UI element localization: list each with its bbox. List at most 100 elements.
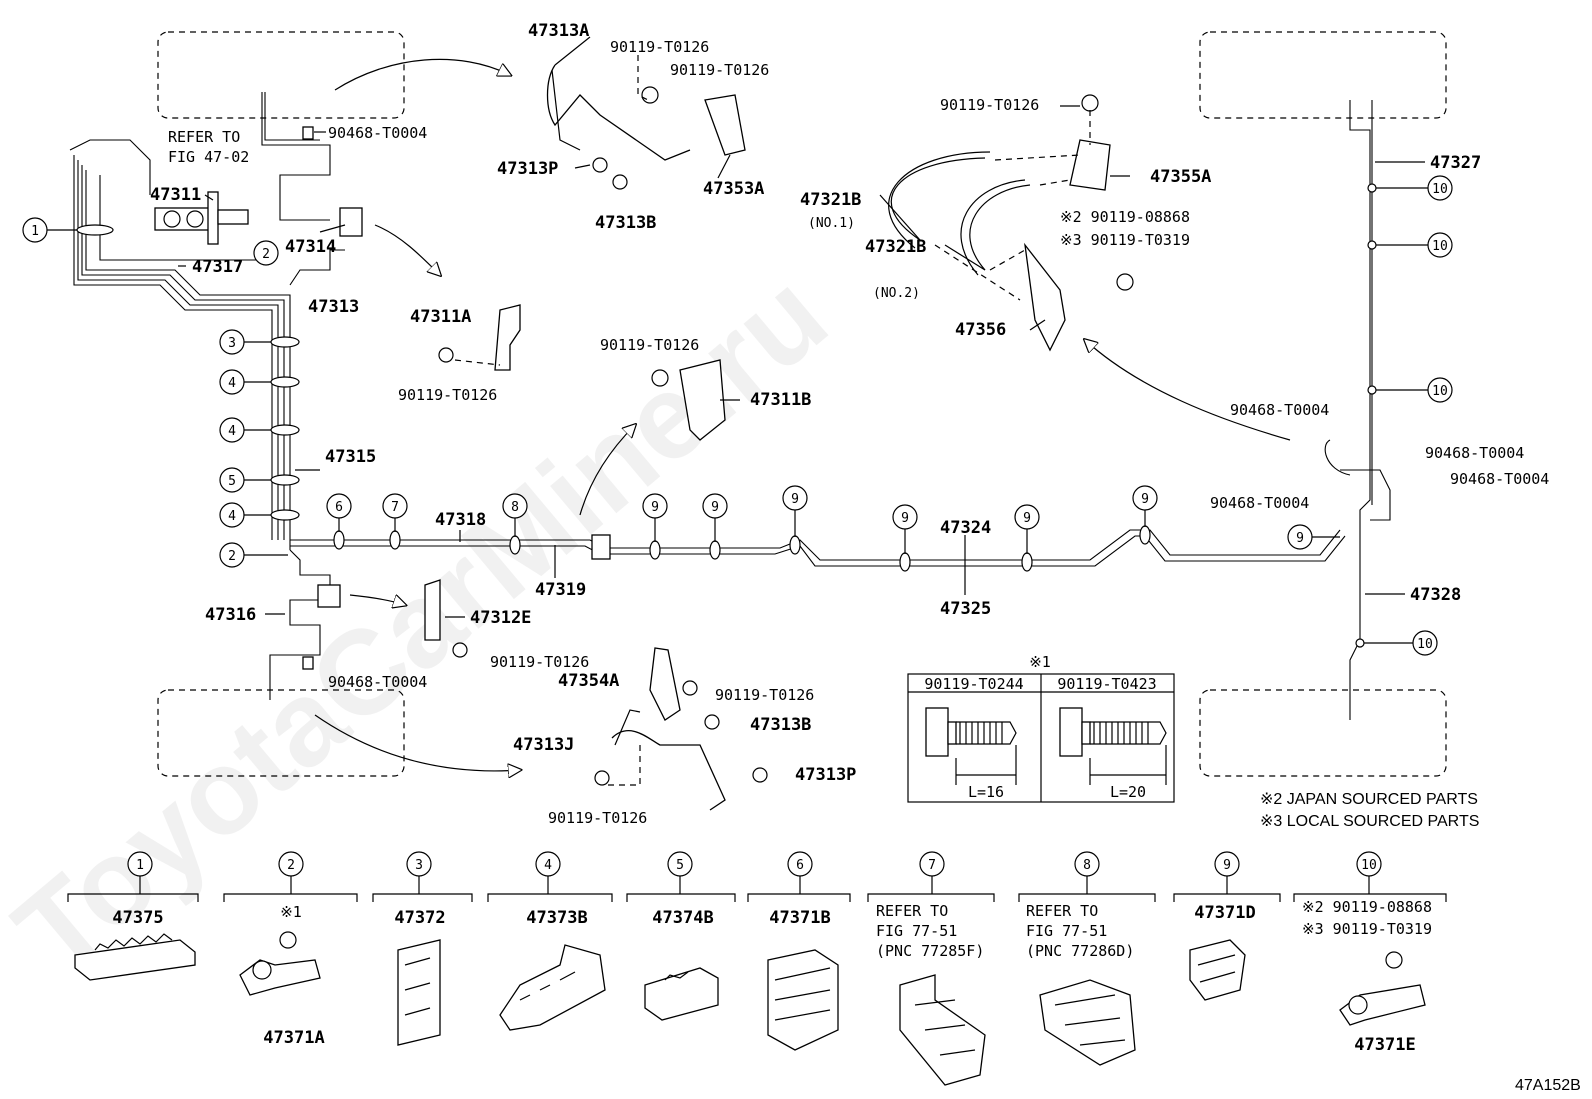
- svg-text:1: 1: [136, 858, 144, 873]
- legend-item-8: 8 REFER TO FIG 77-51 (PNC 77286D): [1018, 851, 1156, 1066]
- legend-8-line1: REFER TO: [1026, 902, 1098, 920]
- callout-4-a: 4: [219, 369, 271, 395]
- svg-text:7: 7: [391, 500, 399, 515]
- svg-text:6: 6: [335, 500, 343, 515]
- label-90119-T0126-a: 90119-T0126: [610, 38, 709, 56]
- callout-9-f: 9: [1132, 485, 1158, 527]
- legend-item-6: 6 47371B: [747, 851, 851, 1051]
- label-47324: 47324: [940, 518, 991, 538]
- svg-text:9: 9: [711, 500, 719, 515]
- svg-text:5: 5: [228, 474, 236, 489]
- label-90119-T0126-f: 90119-T0126: [715, 686, 814, 704]
- svg-text:9: 9: [1023, 511, 1031, 526]
- legend-1-text: 47375: [112, 908, 163, 928]
- svg-text:9: 9: [1223, 858, 1231, 873]
- callout-5: 5: [219, 467, 271, 493]
- callout-9-e: 9: [1014, 504, 1040, 554]
- label-47319: 47319: [535, 580, 586, 600]
- label-47328: 47328: [1410, 585, 1461, 605]
- legend-7-line1: REFER TO: [876, 902, 948, 920]
- callout-4-c: 4: [219, 502, 271, 528]
- legend-8-line2: FIG 77-51: [1026, 922, 1107, 940]
- svg-text:8: 8: [511, 500, 519, 515]
- legend-9-text: 47371D: [1194, 903, 1255, 923]
- label-47321B-2: 47321B: [865, 237, 926, 257]
- label-90468-T0004-r4: 90468-T0004: [1210, 494, 1309, 512]
- callout-9-g: 9: [1287, 524, 1340, 550]
- legend-item-5: 5 47374B: [626, 851, 736, 1021]
- component-drawings: [424, 55, 1134, 811]
- callout-4-b: 4: [219, 417, 271, 443]
- label-90119-T0126-e: 90119-T0126: [490, 653, 589, 671]
- legend-5-text: 47374B: [652, 908, 713, 928]
- legend-7-line2: FIG 77-51: [876, 922, 957, 940]
- callout-1: 1: [22, 217, 77, 243]
- label-47311: 47311: [150, 185, 201, 205]
- callout-10-c: 10: [1376, 377, 1453, 403]
- legend: 1 47375 2 ※1 47371A 3 47372 4 47373B: [67, 851, 1447, 1086]
- diagram-id: 47A152B: [1515, 1077, 1581, 1094]
- callout-circles: 1 2 3 4 4 5 4 2 6 7 8 9 9 9 9 9 9 9 10 1…: [22, 175, 1453, 656]
- legend-8-line3: (PNC 77286D): [1026, 942, 1134, 960]
- svg-text:4: 4: [228, 376, 236, 391]
- label-90468-T0004-bot: 90468-T0004: [328, 673, 427, 691]
- legend-10-line1: ※2 90119-08868: [1302, 898, 1432, 916]
- bolt-table-col1: 90119-T0244: [924, 675, 1023, 693]
- pipe-clamps: [76, 183, 1377, 648]
- legend-10-part: 47371E: [1354, 1035, 1415, 1055]
- svg-text:10: 10: [1417, 637, 1433, 652]
- label-90468-T0004-top: 90468-T0004: [328, 124, 427, 142]
- label-no1: (NO.1): [808, 216, 855, 231]
- callout-7: 7: [382, 493, 408, 532]
- label-47313P-bot: 47313P: [795, 765, 856, 785]
- svg-text:1: 1: [31, 224, 39, 239]
- refer-fig-47-02-line1: REFER TO: [168, 128, 240, 146]
- legend-4-text: 47373B: [526, 908, 587, 928]
- svg-text:2: 2: [262, 247, 270, 262]
- label-47317: 47317: [192, 257, 243, 277]
- note-japan-sourced: ※2 JAPAN SOURCED PARTS: [1260, 791, 1478, 808]
- label-47313J: 47313J: [513, 735, 574, 755]
- svg-text:9: 9: [1141, 492, 1149, 507]
- label-47355A: 47355A: [1150, 167, 1211, 187]
- note-local-sourced: ※3 LOCAL SOURCED PARTS: [1260, 813, 1479, 830]
- svg-text:9: 9: [791, 492, 799, 507]
- label-47313: 47313: [308, 297, 359, 317]
- svg-text:8: 8: [1083, 858, 1091, 873]
- label-no2: (NO.2): [873, 286, 920, 301]
- part-labels: 47313A 90119-T0126 90119-T0126 47313P 47…: [150, 21, 1549, 827]
- legend-3-text: 47372: [394, 908, 445, 928]
- label-47312E: 47312E: [470, 608, 531, 628]
- label-47313B-bot: 47313B: [750, 715, 811, 735]
- svg-text:2: 2: [228, 549, 236, 564]
- legend-item-9: 9 47371D: [1173, 851, 1281, 1001]
- label-47327: 47327: [1430, 153, 1481, 173]
- label-47313B-top: 47313B: [595, 213, 656, 233]
- callout-10-d: 10: [1364, 630, 1438, 656]
- bolt-length-table: ※1 90119-T0244 90119-T0423 L=16 L=20: [907, 653, 1175, 803]
- svg-text:4: 4: [228, 424, 236, 439]
- callout-9-a: 9: [642, 493, 668, 542]
- callout-6: 6: [326, 493, 352, 532]
- svg-text:9: 9: [1296, 531, 1304, 546]
- svg-text:9: 9: [901, 511, 909, 526]
- svg-text:6: 6: [796, 858, 804, 873]
- callout-2-top: 2: [253, 240, 279, 266]
- label-47353A: 47353A: [703, 179, 764, 199]
- reference-boxes: [157, 31, 1447, 777]
- label-90468-T0004-r2: 90468-T0004: [1425, 444, 1524, 462]
- label-90119-T0126-c: 90119-T0126: [398, 386, 497, 404]
- legend-item-10: 10 ※2 90119-08868 ※3 90119-T0319 47371E: [1293, 851, 1447, 1055]
- svg-text:3: 3: [415, 858, 423, 873]
- svg-text:10: 10: [1432, 239, 1448, 254]
- legend-item-2: 2 ※1 47371A: [223, 851, 358, 1048]
- label-90119-T0319: ※3 90119-T0319: [1060, 231, 1190, 249]
- legend-item-3: 3 47372: [372, 851, 473, 1046]
- label-47315: 47315: [325, 447, 376, 467]
- callout-8: 8: [502, 493, 528, 537]
- legend-6-text: 47371B: [769, 908, 830, 928]
- legend-item-7: 7 REFER TO FIG 77-51 (PNC 77285F): [867, 851, 995, 1086]
- svg-text:4: 4: [544, 858, 552, 873]
- legend-item-4: 4 47373B: [487, 851, 613, 1031]
